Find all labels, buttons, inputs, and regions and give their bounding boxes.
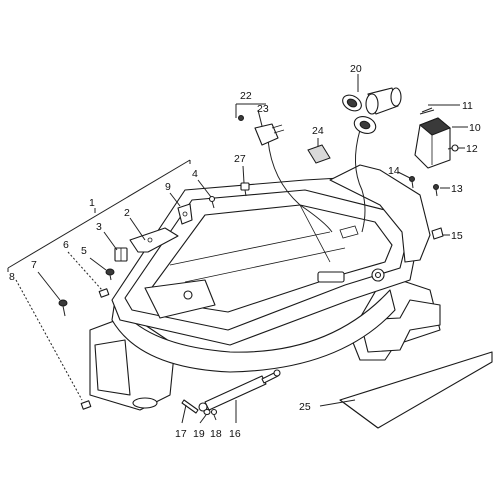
screw-part-27 (240, 182, 250, 197)
label-7: 7 (31, 259, 37, 271)
label-12: 12 (466, 143, 478, 155)
label-15: 15 (451, 230, 463, 242)
strut-pin (181, 399, 199, 414)
cable-end-part-23 (238, 115, 244, 121)
screw-part-7 (58, 299, 68, 317)
screw-part-14 (409, 176, 415, 189)
label-17: 17 (175, 428, 187, 440)
screw-part-13 (433, 184, 439, 197)
courtesy-light-part-24 (307, 144, 331, 164)
strut-washer (203, 408, 211, 416)
label-13: 13 (451, 183, 463, 195)
light-cable (254, 123, 333, 233)
label-11: 11 (462, 100, 473, 112)
cable-tie-part-11 (419, 107, 435, 115)
label-22: 22 (240, 90, 252, 102)
label-10: 10 (469, 122, 481, 134)
label-3: 3 (96, 221, 102, 233)
label-4: 4 (192, 168, 198, 180)
clip-part-8 (80, 400, 92, 410)
label-23: 23 (257, 103, 269, 115)
label-18: 18 (210, 428, 222, 440)
label-16: 16 (229, 428, 241, 440)
label-1: 1 (89, 197, 95, 209)
bracket-part-2 (129, 227, 179, 253)
label-14: 14 (388, 165, 400, 177)
screw-part-4 (208, 195, 216, 209)
strut-clip (210, 408, 218, 416)
screw-part-5 (105, 268, 115, 281)
label-8: 8 (9, 271, 15, 283)
label-5: 5 (81, 245, 87, 257)
clip-part-9 (177, 203, 193, 225)
label-25: 25 (299, 401, 311, 413)
power-socket-part-20 (342, 87, 402, 233)
latch-part-10 (414, 117, 451, 169)
nut-part-6 (98, 288, 110, 298)
part-number-labels: 1 2 3 4 5 6 7 8 9 10 11 12 13 14 15 16 1… (9, 63, 481, 440)
label-2: 2 (124, 207, 130, 219)
label-6: 6 (63, 239, 69, 251)
label-9: 9 (165, 181, 171, 193)
label-19: 19 (193, 428, 205, 440)
label-24: 24 (312, 125, 324, 137)
compartment-mat (339, 351, 493, 429)
gas-strut (198, 369, 281, 412)
clip-part-15 (431, 227, 444, 240)
label-20: 20 (350, 63, 362, 75)
helmet-compartment-body (89, 164, 441, 411)
pad-part-3 (114, 247, 128, 262)
label-27: 27 (234, 153, 246, 165)
leader-lines (7, 74, 468, 424)
